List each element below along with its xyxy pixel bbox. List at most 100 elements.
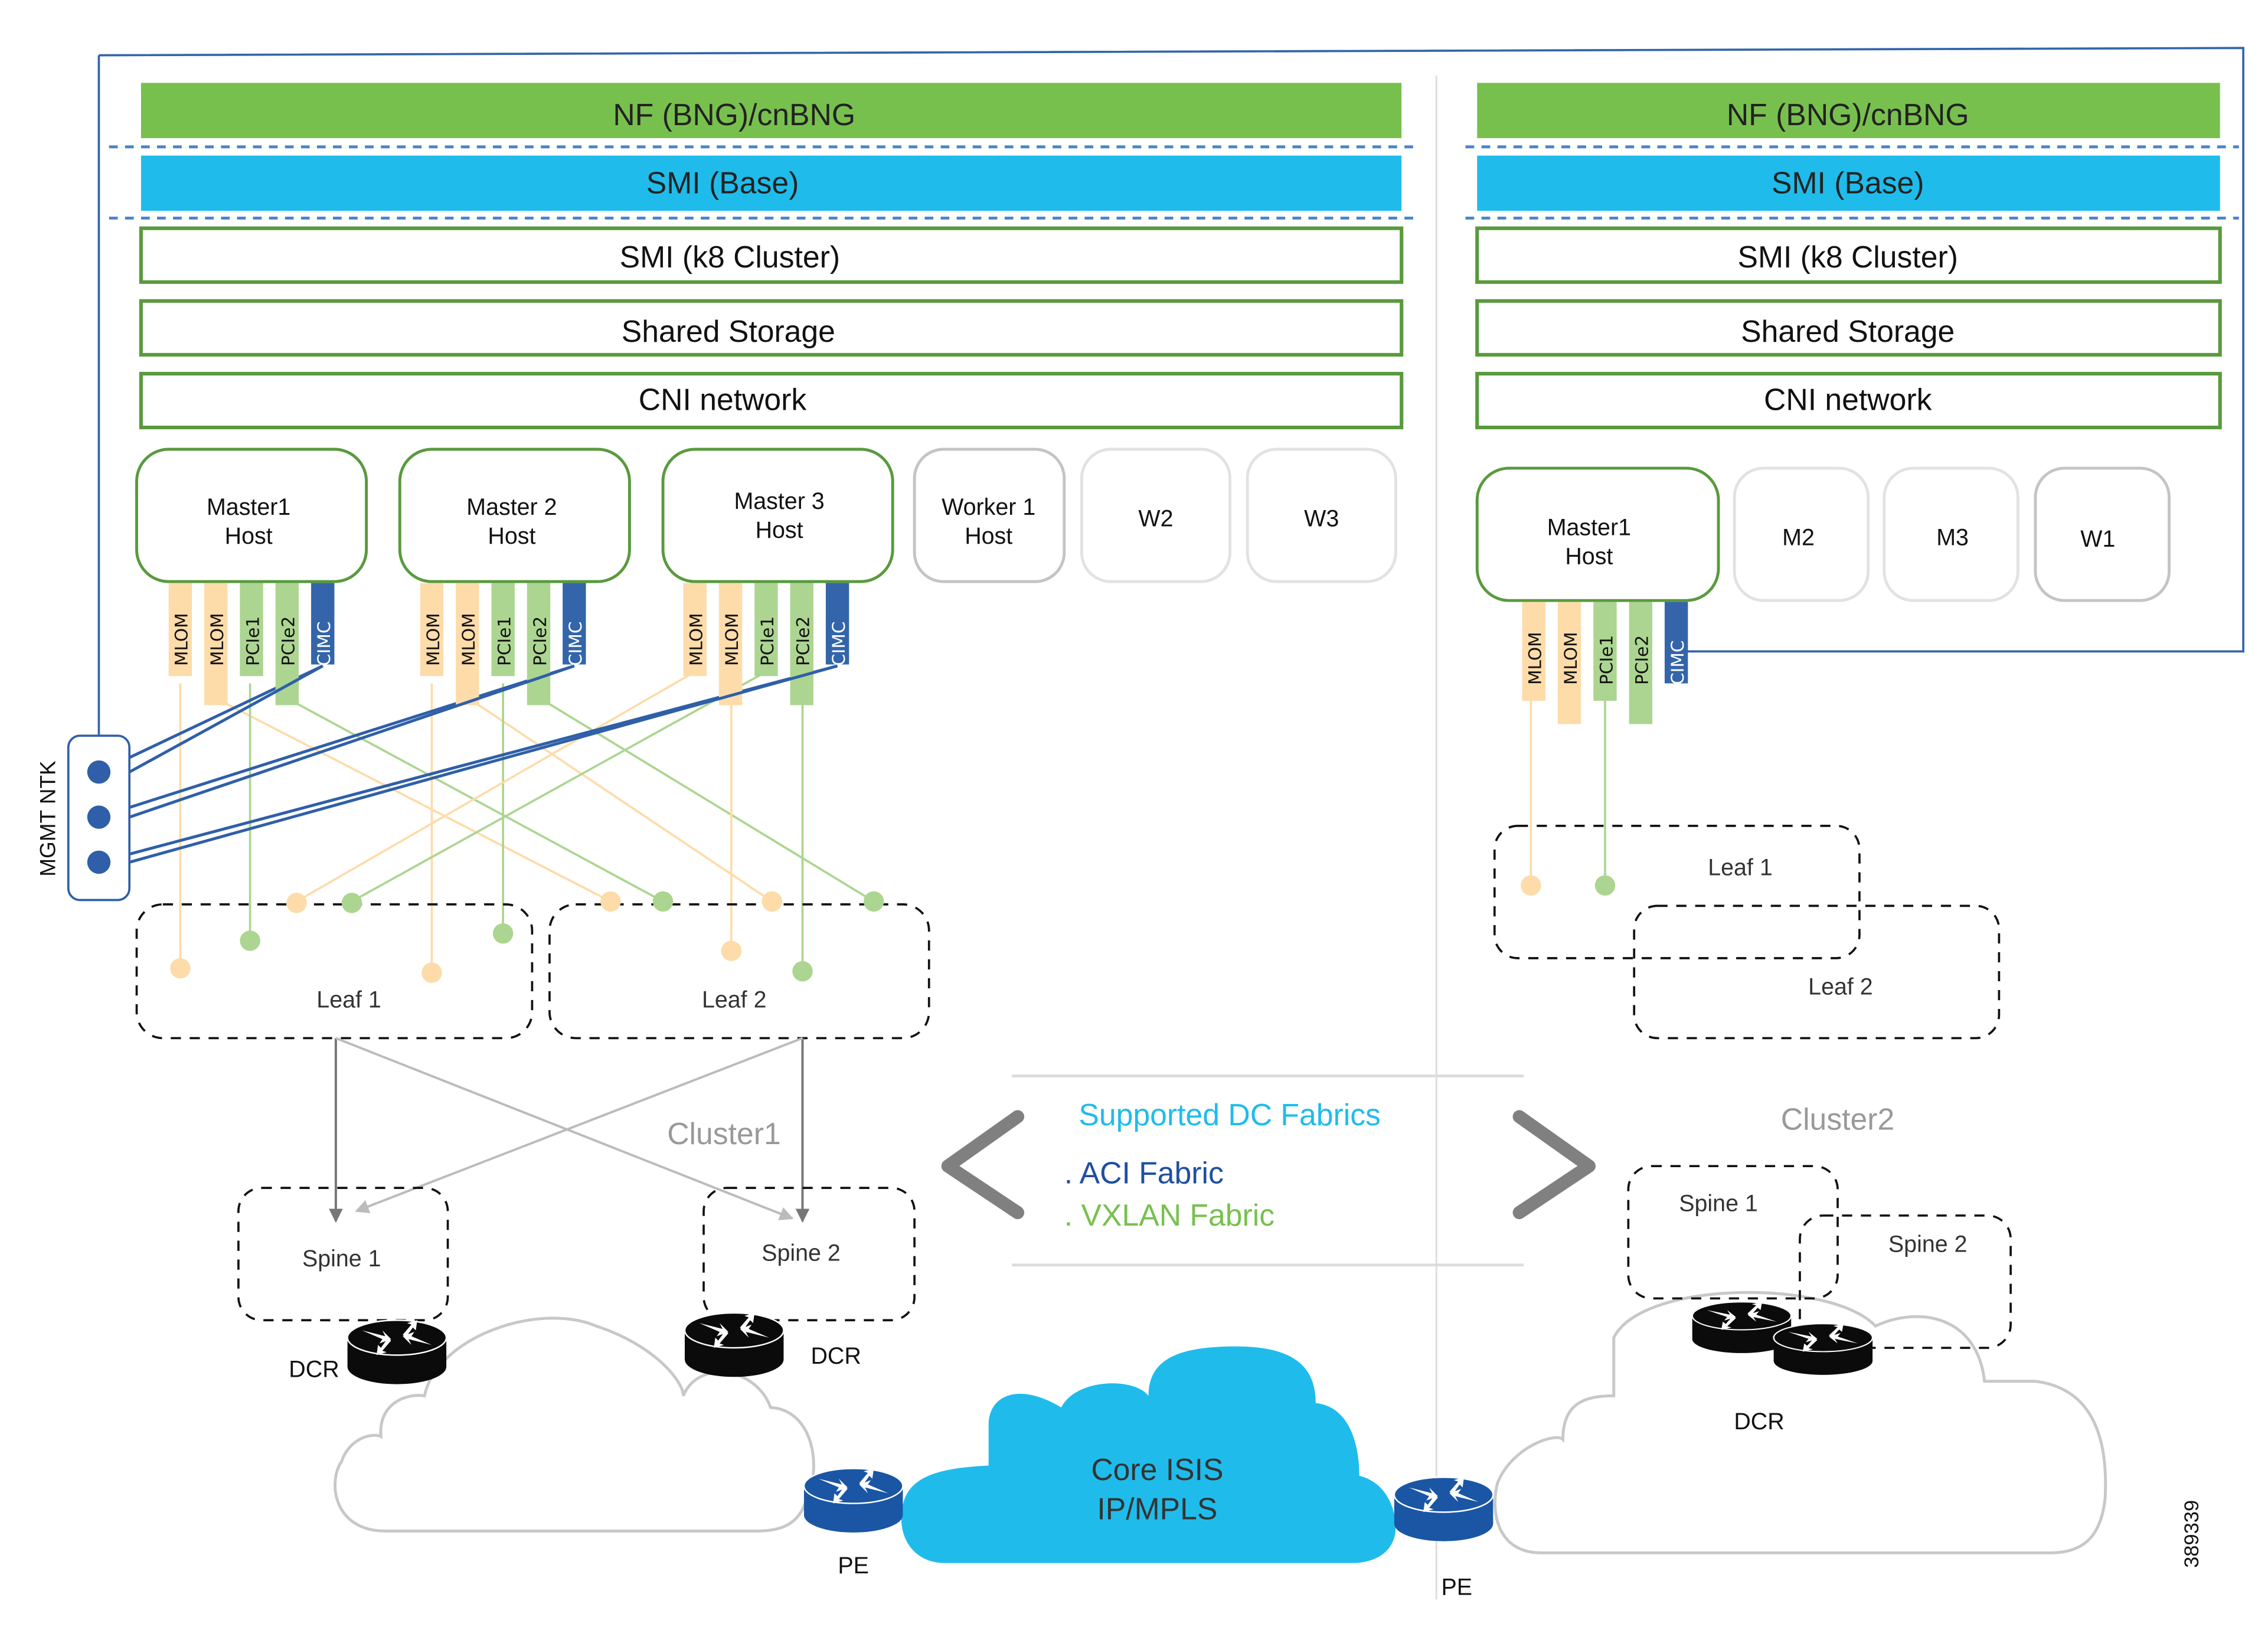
port-label: PCIe1 xyxy=(757,616,777,666)
cni-label: CNI network xyxy=(639,383,807,417)
port-mlom xyxy=(683,583,707,677)
host-label: W1 xyxy=(2080,526,2115,552)
port-label: PCIe1 xyxy=(494,616,514,666)
host-master2[interactable]: Master 2 Host xyxy=(398,448,631,583)
dcr-label: DCR xyxy=(289,1356,339,1382)
host-master1[interactable]: Master1 Host xyxy=(1475,466,1720,602)
host-label: Host xyxy=(225,523,273,549)
port-cimc xyxy=(563,583,586,665)
cluster2-hosts: Master1 Host M2 M3 W1 xyxy=(1475,466,2171,602)
port-label: PCIe2 xyxy=(1632,635,1652,685)
cluster2-spine1[interactable]: Spine 1 xyxy=(1627,1165,1839,1300)
host-label: W2 xyxy=(1138,506,1173,532)
cluster1-spine1[interactable]: Spine 1 xyxy=(237,1187,449,1322)
port-label: PCIe1 xyxy=(243,616,263,666)
port-pcie1 xyxy=(754,583,778,677)
mgmt-label: MGMT NTK xyxy=(36,760,60,877)
smi-k8-label: SMI (k8 Cluster) xyxy=(620,240,840,274)
mgmt-port xyxy=(87,805,111,829)
cluster2-stack: NF (BNG)/cnBNG SMI (Base) SMI (k8 Cluste… xyxy=(1465,83,2239,430)
host-master1[interactable]: Master1 Host xyxy=(135,448,368,583)
cluster1-hosts: Master1 Host Master 2 Host Master 3 Host… xyxy=(135,448,1397,583)
host-label: Worker 1 xyxy=(942,494,1035,520)
shared-storage-label: Shared Storage xyxy=(1741,314,1955,348)
cluster1-spine2[interactable]: Spine 2 xyxy=(702,1187,916,1322)
port-label: MLOM xyxy=(722,613,742,666)
mgmt-port xyxy=(87,760,111,784)
router-icon xyxy=(803,1468,904,1534)
port-mlom xyxy=(718,583,743,705)
cluster2-ports: MLOM MLOM PCIe1 PCIe2 CIMC xyxy=(1522,602,1688,724)
cluster2-cloud xyxy=(1494,1291,2107,1554)
leaf-label: Leaf 1 xyxy=(1708,855,1773,881)
port-label: CIMC xyxy=(1668,641,1688,685)
dcr-label: DCR xyxy=(1734,1409,1784,1435)
host-m3[interactable]: M3 xyxy=(1883,466,2019,602)
cluster1-leaf2[interactable]: Leaf 2 xyxy=(548,903,930,1040)
cluster2-label: Cluster2 xyxy=(1781,1102,1895,1136)
host-label: Host xyxy=(488,523,535,549)
cluster2-spine2[interactable]: Spine 2 xyxy=(1799,1214,2012,1349)
dcr-label: DCR xyxy=(811,1343,861,1369)
port-label: PCIe2 xyxy=(793,616,813,666)
port-label: MLOM xyxy=(172,613,192,666)
port-pcie1 xyxy=(491,583,515,677)
mgmt-port xyxy=(87,850,111,874)
host-w2[interactable]: W2 xyxy=(1080,448,1232,583)
port-cimc xyxy=(1664,602,1688,684)
port-mlom xyxy=(204,583,228,705)
router-icon xyxy=(1393,1477,1494,1542)
core-label: Core ISIS xyxy=(1091,1452,1223,1487)
cluster2-leaf2[interactable]: Leaf 2 xyxy=(1633,904,2001,1040)
nf-layer-label: NF (BNG)/cnBNG xyxy=(1727,97,1969,132)
host-label: Host xyxy=(756,517,803,543)
nf-layer-label: NF (BNG)/cnBNG xyxy=(613,97,855,132)
cluster-frame xyxy=(99,47,2244,653)
host-worker1[interactable]: Worker 1 Host xyxy=(913,448,1066,583)
host-w1[interactable]: W1 xyxy=(2034,466,2171,602)
port-pcie1 xyxy=(240,583,263,677)
shared-storage-layer xyxy=(1475,299,2222,357)
host-label: Host xyxy=(965,523,1012,549)
host-w3[interactable]: W3 xyxy=(1246,448,1397,583)
port-label: MLOM xyxy=(1561,632,1581,685)
port-label: MLOM xyxy=(1525,632,1545,685)
pe-label: PE xyxy=(1441,1575,1472,1600)
port-label: PCIe1 xyxy=(1596,635,1616,685)
spine-label: Spine 1 xyxy=(1679,1191,1758,1217)
port-pcie2 xyxy=(527,583,551,705)
spine-label: Spine 2 xyxy=(1888,1231,1968,1257)
fabric-item-aci: . ACI Fabric xyxy=(1064,1156,1224,1190)
cluster2-leaf1[interactable]: Leaf 1 xyxy=(1493,825,1861,959)
cluster1-ports: MLOM MLOM PCIe1 PCIe2 CIMC MLOM MLOM PCIe1 PCIe2… xyxy=(168,583,849,705)
port-label: MLOM xyxy=(687,613,707,666)
cluster1-links xyxy=(98,664,875,972)
leaf-label: Leaf 2 xyxy=(702,987,767,1013)
cni-layer xyxy=(1475,371,2222,430)
port-label: CIMC xyxy=(314,622,334,666)
spine-label: Spine 2 xyxy=(762,1240,841,1266)
port-mlom xyxy=(1557,602,1581,724)
port-label: PCIe2 xyxy=(279,616,299,666)
port-cimc xyxy=(825,583,849,665)
port-mlom xyxy=(456,583,479,705)
host-label: Host xyxy=(1565,544,1613,570)
cluster1-leaf1[interactable]: Leaf 1 xyxy=(135,903,534,1040)
host-master3[interactable]: Master 3 Host xyxy=(661,448,894,583)
router-icon xyxy=(684,1312,785,1378)
host-label: W3 xyxy=(1304,506,1339,532)
host-label: M3 xyxy=(1936,525,1969,551)
fabric-links xyxy=(329,1037,810,1223)
host-m2[interactable]: M2 xyxy=(1733,466,1870,602)
mgmt-network: MGMT NTK xyxy=(36,664,838,901)
shared-storage-layer xyxy=(139,299,1404,357)
fabric-item-vxlan: . VXLAN Fabric xyxy=(1064,1198,1274,1232)
smi-k8-label: SMI (k8 Cluster) xyxy=(1738,240,1958,274)
port-pcie1 xyxy=(1593,602,1617,701)
cni-layer xyxy=(139,371,1404,430)
leaf-label: Leaf 1 xyxy=(316,987,381,1013)
port-pcie2 xyxy=(1629,602,1652,724)
cluster1-label: Cluster1 xyxy=(667,1116,781,1151)
port-label: MLOM xyxy=(207,613,227,666)
